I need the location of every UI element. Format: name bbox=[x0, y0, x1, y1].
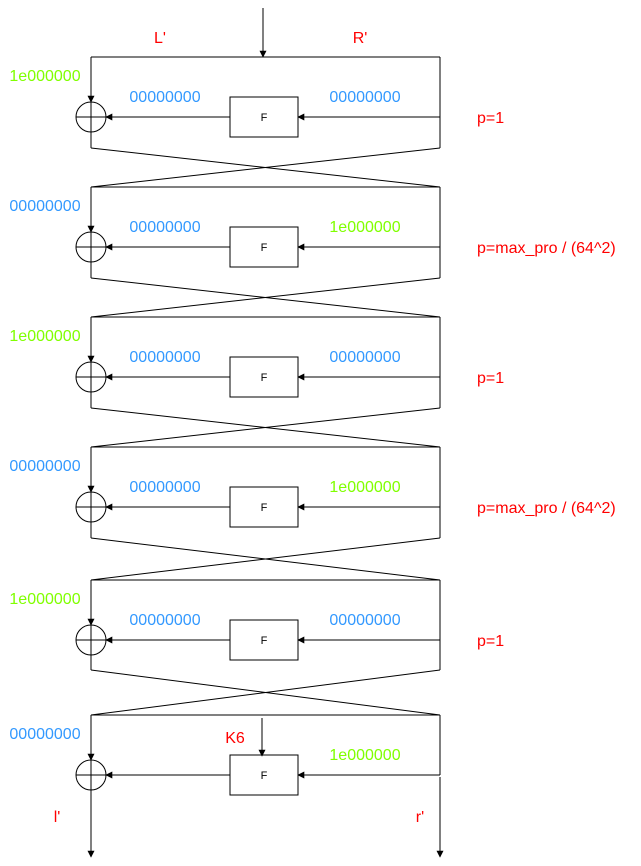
f-input-label: 00000000 bbox=[329, 89, 400, 106]
probability-label: p=1 bbox=[477, 370, 504, 387]
f-input-label: 00000000 bbox=[329, 612, 400, 629]
left-value-label: 00000000 bbox=[9, 198, 80, 215]
round-2: F 00000000 00000000 1e000000 p=max_pro / (64… bbox=[9, 186, 616, 318]
f-label: F bbox=[261, 372, 268, 384]
label-l-prime: l' bbox=[54, 809, 61, 826]
probability-label: p=max_pro / (64^2) bbox=[477, 500, 616, 517]
swap-wire-r-to-l bbox=[90, 147, 441, 188]
round-1: F 1e000000 00000000 00000000 p=1 bbox=[9, 56, 504, 188]
left-value-label: 1e000000 bbox=[9, 328, 80, 345]
xor-input-label: 00000000 bbox=[129, 612, 200, 629]
round-3: F 1e000000 00000000 00000000 p=1 bbox=[9, 316, 504, 448]
round-6: F 00000000 1e000000 bbox=[9, 714, 441, 796]
f-box bbox=[229, 619, 299, 661]
f-label: F bbox=[261, 635, 268, 647]
f-box bbox=[229, 486, 299, 528]
probability-label: p=max_pro / (64^2) bbox=[477, 240, 616, 257]
probability-label: p=1 bbox=[477, 633, 504, 650]
f-label: F bbox=[261, 770, 268, 782]
xor-input-label: 00000000 bbox=[129, 89, 200, 106]
label-key: K6 bbox=[225, 730, 245, 747]
swap-wire-r-to-l bbox=[90, 407, 441, 448]
round-5: F 1e000000 00000000 00000000 p=1 bbox=[9, 579, 504, 716]
probability-label: p=1 bbox=[477, 110, 504, 127]
swap-wire-r-to-l bbox=[90, 669, 441, 716]
xor-input-label: 00000000 bbox=[129, 349, 200, 366]
round-4: F 00000000 00000000 1e000000 p=max_pro / (64… bbox=[9, 446, 616, 581]
f-input-label: 1e000000 bbox=[329, 479, 400, 496]
f-label: F bbox=[261, 112, 268, 124]
left-value-label: 00000000 bbox=[9, 458, 80, 475]
f-label: F bbox=[261, 242, 268, 254]
label-R-prime: R' bbox=[353, 30, 368, 47]
swap-wire-r-to-l bbox=[90, 277, 441, 318]
f-input-label: 1e000000 bbox=[329, 219, 400, 236]
left-value-label: 1e000000 bbox=[9, 68, 80, 85]
f-box bbox=[229, 356, 299, 398]
label-L-prime: L' bbox=[154, 30, 166, 47]
left-value-label: 1e000000 bbox=[9, 591, 80, 608]
f-label: F bbox=[261, 502, 268, 514]
f-input-label: 1e000000 bbox=[329, 747, 400, 764]
label-r-prime: r' bbox=[416, 809, 424, 826]
swap-wire-r-to-l bbox=[90, 537, 441, 581]
f-box bbox=[229, 96, 299, 138]
left-value-label: 00000000 bbox=[9, 726, 80, 743]
xor-input-label: 00000000 bbox=[129, 479, 200, 496]
f-input-label: 00000000 bbox=[329, 349, 400, 366]
xor-input-label: 00000000 bbox=[129, 219, 200, 236]
f-box bbox=[229, 226, 299, 268]
